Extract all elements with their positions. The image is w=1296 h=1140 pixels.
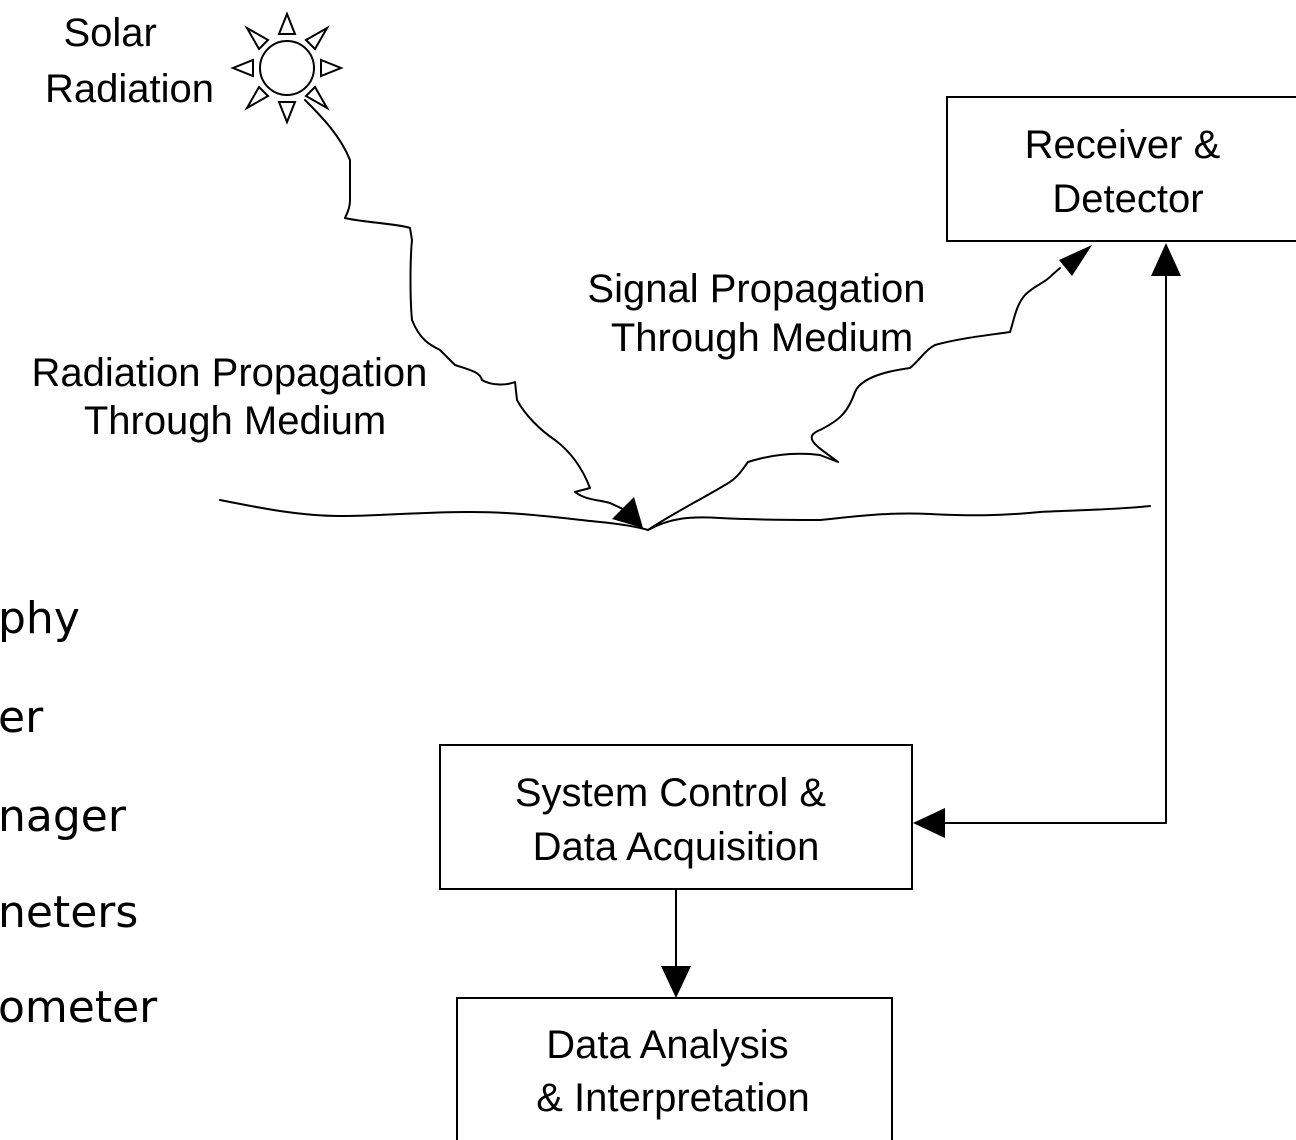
side-list-item: nager: [0, 791, 127, 842]
receiver-detector-label: Receiver & Detector: [1025, 123, 1232, 221]
side-list-item: ometer: [0, 982, 158, 1033]
system-control-box: [439, 744, 913, 890]
solar-radiation-label: Solar Radiation: [45, 11, 214, 111]
data-analysis-box: [456, 997, 893, 1140]
side-list-item: er: [0, 692, 44, 743]
signal-propagation-label: Signal Propagation Through Medium: [587, 267, 936, 360]
system-control-label: System Control & Data Acquisition: [515, 771, 837, 869]
receiver-detector-box: [946, 96, 1296, 242]
receiver-control-connector: [944, 275, 1167, 824]
receiver-up-arrowhead: [1151, 243, 1181, 276]
radiation-propagation-label: Radiation Propagation Through Medium: [32, 351, 439, 443]
outgoing-signal-path: [647, 267, 1061, 531]
sun-icon: [230, 11, 344, 125]
side-list-item: phy: [0, 593, 80, 644]
side-list: phy er nager neters ometer: [0, 593, 158, 1033]
ground-surface-line: [219, 499, 1151, 531]
data-analysis-label: Data Analysis & Interpretation: [536, 1023, 810, 1120]
side-list-item: neters: [0, 887, 138, 938]
control-left-arrowhead: [913, 808, 945, 838]
incoming-radiation-path: [304, 99, 626, 511]
incoming-arrowhead: [612, 497, 643, 528]
analysis-down-arrowhead: [661, 966, 691, 998]
outgoing-arrowhead: [1059, 245, 1092, 276]
